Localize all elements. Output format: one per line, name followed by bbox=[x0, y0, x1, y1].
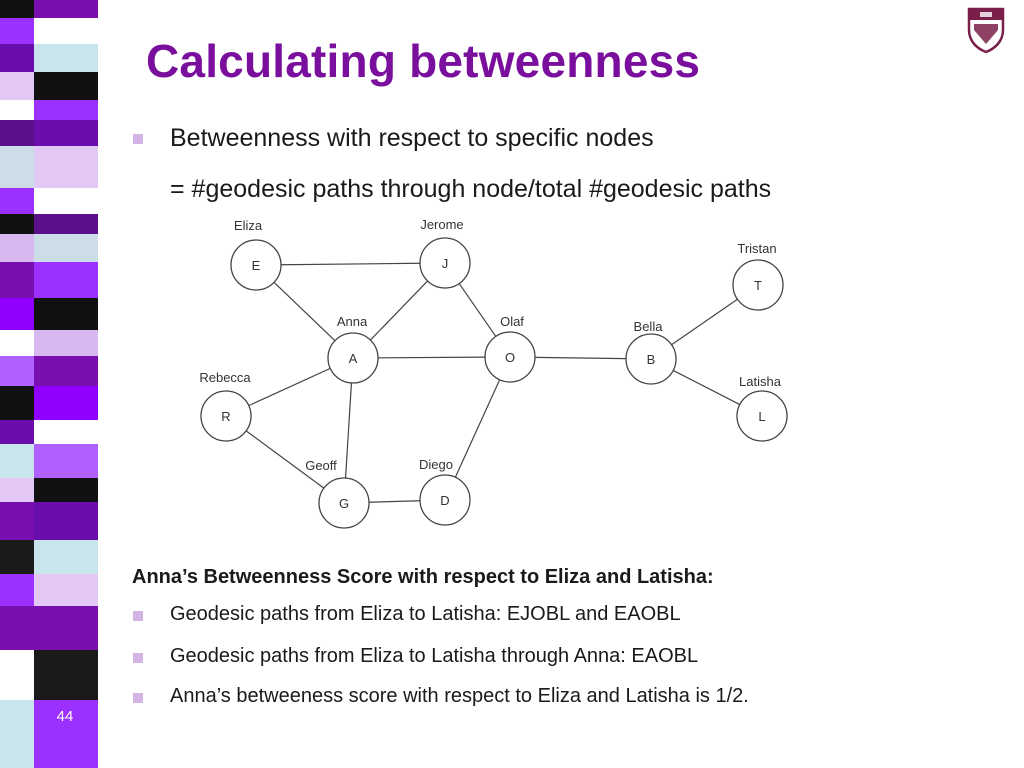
page-number: 44 bbox=[56, 708, 74, 725]
node-bella bbox=[625, 333, 677, 385]
node-name-eliza: Eliza bbox=[234, 218, 263, 233]
node-name-diego: Diego bbox=[419, 457, 453, 472]
decorative-sidebar bbox=[0, 0, 101, 768]
node-letter-d: D bbox=[440, 493, 449, 508]
edge-G-D bbox=[368, 500, 421, 503]
node-name-latisha: Latisha bbox=[739, 374, 782, 389]
bullet-marker bbox=[133, 611, 143, 621]
node-name-tristan: Tristan bbox=[737, 241, 776, 256]
node-letter-o: O bbox=[505, 350, 515, 365]
node-geoff bbox=[318, 477, 370, 529]
node-letter-l: L bbox=[758, 409, 765, 424]
node-diego bbox=[419, 474, 471, 526]
node-name-bella: Bella bbox=[634, 319, 664, 334]
node-name-olaf: Olaf bbox=[500, 314, 524, 329]
node-letter-g: G bbox=[339, 496, 349, 511]
bullet-betweenness-definition: Betweenness with respect to specific nod… bbox=[170, 124, 654, 152]
node-name-jerome: Jerome bbox=[420, 217, 463, 232]
node-rebecca bbox=[200, 390, 252, 442]
edge-B-T bbox=[671, 298, 738, 346]
bullet-marker bbox=[133, 134, 143, 144]
bullet-paths-through-anna: Geodesic paths from Eliza to Latisha thr… bbox=[170, 645, 699, 667]
edge-B-L bbox=[672, 369, 741, 406]
bullet-marker bbox=[133, 693, 143, 703]
node-name-rebecca: Rebecca bbox=[199, 370, 251, 385]
edge-A-O bbox=[377, 356, 486, 359]
edge-E-J bbox=[280, 262, 421, 266]
betweenness-formula: = #geodesic paths through node/total #ge… bbox=[170, 175, 772, 203]
edge-A-G bbox=[344, 382, 353, 479]
edge-A-R bbox=[248, 367, 331, 407]
node-name-geoff: Geoff bbox=[305, 458, 337, 473]
node-tristan bbox=[732, 259, 784, 311]
node-jerome bbox=[419, 237, 471, 289]
edge-J-A bbox=[369, 280, 429, 341]
bullet-marker bbox=[133, 653, 143, 663]
edge-O-B bbox=[534, 356, 627, 360]
node-letter-a: A bbox=[349, 351, 358, 366]
node-eliza bbox=[230, 239, 282, 291]
node-letter-r: R bbox=[221, 409, 230, 424]
bullet-geodesic-paths: Geodesic paths from Eliza to Latisha: EJ… bbox=[170, 603, 681, 625]
node-letter-e: E bbox=[252, 258, 261, 273]
university-crest-icon bbox=[967, 7, 1005, 54]
node-olaf bbox=[484, 331, 536, 383]
node-letter-j: J bbox=[442, 256, 449, 271]
node-letter-t: T bbox=[754, 278, 762, 293]
node-anna bbox=[327, 332, 379, 384]
edge-R-G bbox=[245, 430, 325, 489]
edge-E-A bbox=[273, 281, 336, 342]
node-letter-b: B bbox=[647, 352, 656, 367]
edge-J-O bbox=[458, 283, 497, 337]
node-latisha bbox=[736, 390, 788, 442]
slide-title: Calculating betweenness bbox=[146, 35, 701, 87]
node-name-anna: Anna bbox=[337, 314, 368, 329]
bullet-anna-score: Anna’s betweeness score with respect to … bbox=[170, 685, 749, 707]
edge-O-D bbox=[454, 379, 501, 478]
betweenness-heading: Anna’s Betweenness Score with respect to… bbox=[132, 566, 714, 588]
